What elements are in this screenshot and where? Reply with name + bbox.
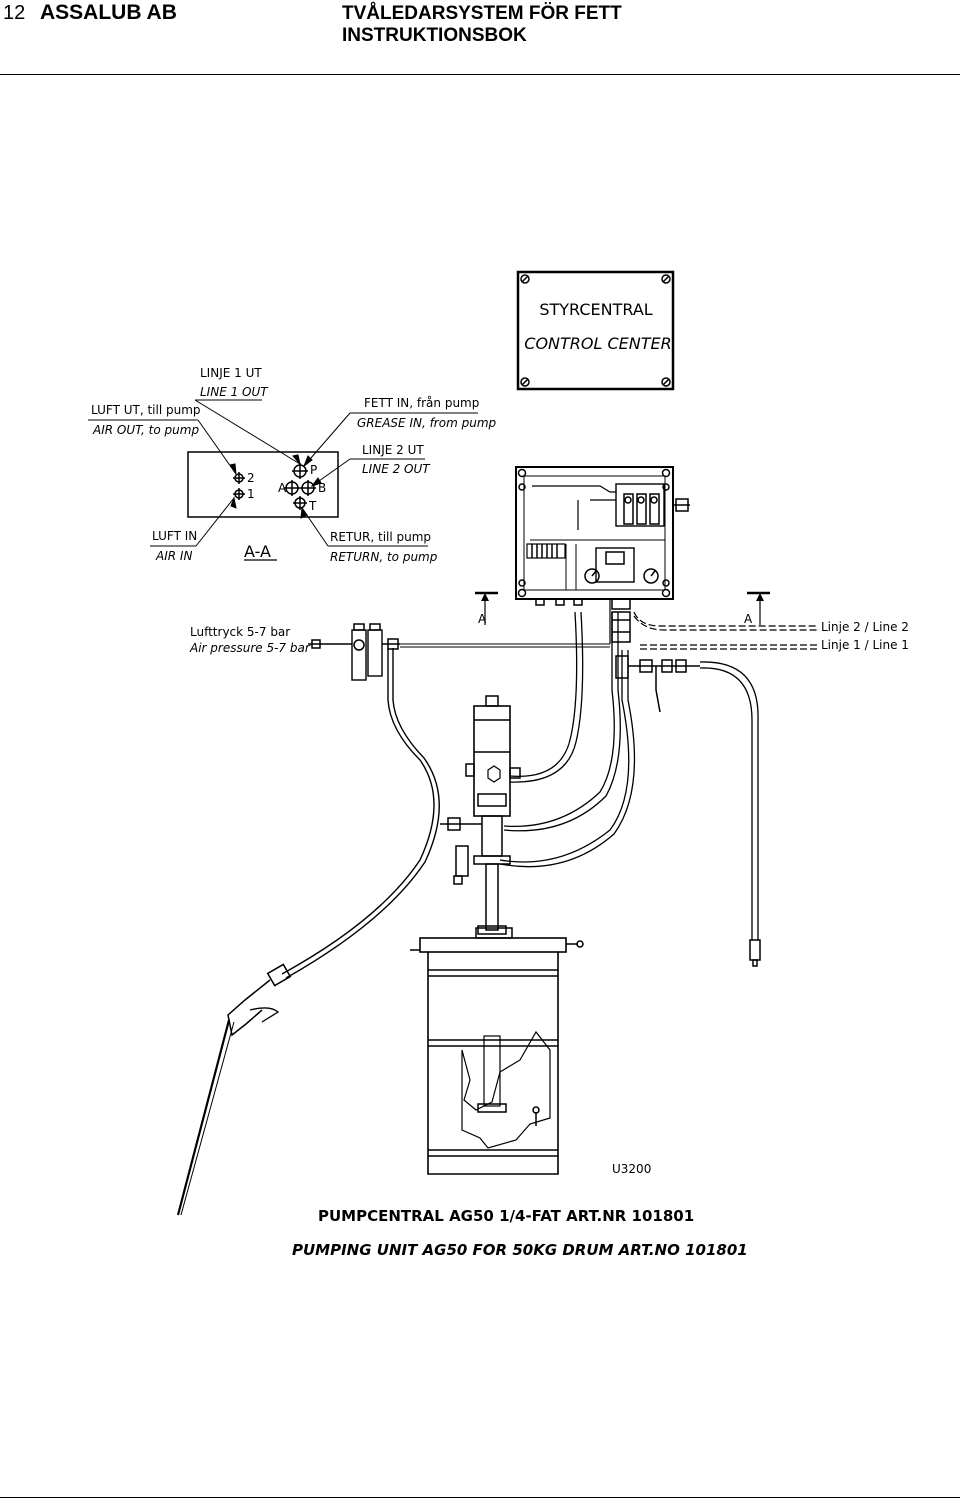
document-title-line-2: INSTRUKTIONSBOK (342, 25, 527, 46)
section-cut-line: A A (475, 591, 770, 626)
page-header: 12 ASSALUB AB TVÅLEDARSYSTEM FÖR FETT IN… (0, 0, 960, 76)
port-b-label: B (318, 481, 326, 495)
line2-label: Linje 2 / Line 2 (821, 620, 909, 634)
outgoing-lines: Linje 2 / Line 2 Linje 1 / Line 1 (633, 611, 909, 652)
caption-sv: PUMPCENTRAL AG50 1/4-FAT ART.NR 101801 (318, 1207, 694, 1225)
page-number: 12 (3, 2, 26, 24)
port-p-symbol (292, 463, 308, 479)
section-leader-lines (88, 399, 478, 547)
air-pressure-label-sv: Lufttryck 5-7 bar (190, 625, 290, 639)
line1-out-label-en: LINE 1 OUT (200, 385, 269, 399)
document-title-line-1: TVÅLEDARSYSTEM FÖR FETT (342, 3, 622, 24)
pump (440, 611, 636, 935)
caption-en: PUMPING UNIT AG50 FOR 50KG DRUM ART.NO 1… (292, 1241, 748, 1259)
air-out-label-sv: LUFT UT, till pump (91, 403, 201, 417)
port-a-label: A (278, 481, 287, 495)
cut-marker-right-label: A (744, 612, 753, 626)
return-label-en: RETURN, to pump (330, 550, 438, 564)
line1-label: Linje 1 / Line 1 (821, 638, 909, 652)
air-pressure-label-en: Air pressure 5-7 bar (189, 641, 311, 655)
document-title: TVÅLEDARSYSTEM FÖR FETT INSTRUKTIONSBOK (342, 3, 622, 47)
control-center-plate: STYRCENTRAL CONTROL CENTER (516, 270, 675, 391)
line2-out-label-sv: LINJE 2 UT (362, 443, 424, 457)
line1-out-label-sv: LINJE 1 UT (200, 366, 262, 380)
cut-marker-left-label: A (478, 612, 487, 626)
port-1-label: 1 (247, 487, 255, 501)
port-a-symbol (284, 480, 300, 496)
air-in-label-sv: LUFT IN (152, 529, 197, 543)
port-2-symbol (233, 472, 245, 484)
port-1-symbol (233, 488, 245, 500)
footer-rule (0, 1497, 960, 1498)
section-a-a-label: A-A (244, 542, 271, 561)
return-label-sv: RETUR, till pump (330, 530, 431, 544)
header-rule (0, 74, 960, 75)
port-p-label: P (310, 463, 317, 477)
air-in-label-en: AIR IN (155, 549, 192, 563)
port-t-label: T (308, 499, 317, 513)
section-a-a-plate: 2 1 A P B T (187, 451, 339, 518)
grease-gun (176, 648, 440, 1216)
control-center-label-en: CONTROL CENTER (524, 334, 671, 353)
air-out-label-en: AIR OUT, to pump (92, 423, 199, 437)
control-center-label-sv: STYRCENTRAL (539, 300, 652, 319)
air-filter-regulator: Lufttryck 5-7 bar Air pressure 5-7 bar (189, 600, 611, 681)
outlet-manifold (615, 655, 761, 967)
company-name: ASSALUB AB (40, 1, 177, 24)
line2-out-label-en: LINE 2 OUT (362, 462, 431, 476)
port-2-label: 2 (247, 471, 255, 485)
grease-drum: U3200 (410, 927, 651, 1176)
grease-in-label-sv: FETT IN, från pump (364, 396, 479, 410)
control-cabinet (515, 466, 690, 643)
drawing-code: U3200 (612, 1162, 651, 1176)
grease-in-label-en: GREASE IN, from pump (357, 416, 497, 430)
port-b-symbol (300, 480, 316, 496)
port-t-symbol (293, 496, 307, 510)
